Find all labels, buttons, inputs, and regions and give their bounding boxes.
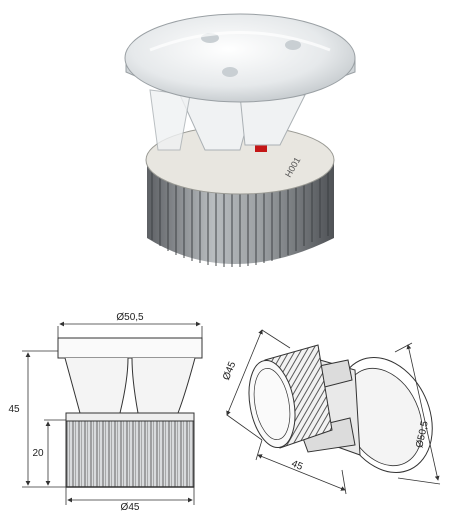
- isometric-view: [226, 329, 441, 495]
- dim-iso-lens-diameter: [394, 342, 441, 485]
- lens: [124, 13, 356, 103]
- product-photo: H001: [124, 13, 356, 267]
- heatsink-body: [65, 412, 195, 488]
- front-elevation: [22, 321, 203, 505]
- label-iso-length: 45: [290, 458, 305, 473]
- dim-total-height: [22, 350, 66, 488]
- label-lens-diameter: Ø50,5: [116, 312, 144, 323]
- label-heatsink-diameter: Ø45: [121, 502, 140, 512]
- dim-iso-length: [255, 439, 347, 495]
- red-component: [255, 142, 267, 152]
- lens-plate: [57, 337, 203, 359]
- label-iso-heatsink-diameter: Ø45: [221, 360, 238, 382]
- dim-iso-heatsink-diameter: [226, 329, 291, 441]
- reflector-cones: [149, 89, 306, 151]
- label-heatsink-height: 20: [32, 448, 44, 459]
- reflector-left: [64, 357, 129, 414]
- label-total-height: 45: [8, 404, 20, 415]
- dim-heatsink-height: [44, 419, 66, 486]
- dim-heatsink-diameter: [65, 487, 195, 505]
- dim-lens-diameter: [57, 321, 203, 338]
- reflector-right: [131, 357, 196, 414]
